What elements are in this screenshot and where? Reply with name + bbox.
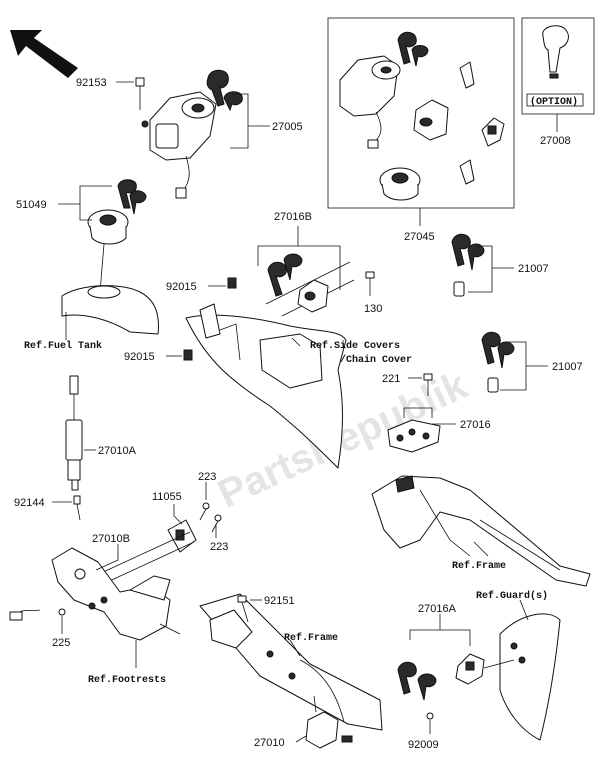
label-27008: 27008 (540, 135, 571, 147)
label-27005: 27005 (272, 121, 303, 133)
ref-frame-right: Ref.Frame (452, 560, 506, 572)
label-51049: 51049 (16, 199, 47, 211)
label-27016B: 27016B (274, 211, 312, 223)
label-27010B: 27010B (92, 533, 130, 545)
ref-side-covers-line1: Ref.Side Covers (310, 340, 400, 352)
fuel-cap-icon (87, 209, 129, 245)
seat-lock-icon (297, 279, 329, 313)
label-223-upper: 223 (198, 471, 216, 483)
kit-box-27045 (327, 17, 515, 209)
wire-connector-icon (9, 609, 41, 621)
key-icon (481, 331, 515, 393)
ref-side-covers-line2: /Chain Cover (340, 354, 412, 366)
clip-icon (227, 277, 237, 289)
bolt-icon (365, 271, 375, 296)
sensor-switch-icon (305, 695, 353, 749)
rear-frame-icon (371, 475, 591, 587)
option-label: (OPTION) (530, 96, 578, 108)
footrest-bracket-icon (51, 547, 181, 641)
label-92151: 92151 (264, 595, 295, 607)
label-11055: 11055 (152, 491, 182, 503)
label-27010A: 27010A (98, 445, 137, 457)
tail-cover-icon (185, 303, 347, 469)
label-92153: 92153 (76, 77, 107, 89)
cylinder-icon (459, 159, 475, 185)
label-92009: 92009 (408, 739, 439, 751)
bolt-icon (58, 608, 66, 616)
label-92015-upper: 92015 (166, 281, 197, 293)
label-27010: 27010 (254, 737, 285, 749)
lock-bracket-icon (387, 419, 441, 453)
key-icon (451, 233, 485, 297)
bolt-icon (73, 495, 81, 521)
bolt-icon (423, 373, 433, 396)
clip-icon (183, 349, 193, 361)
label-21007-lower: 21007 (552, 361, 583, 373)
bolt-icon (199, 502, 210, 521)
key-icon (397, 31, 429, 67)
guard-icon (499, 613, 561, 741)
label-21007-upper: 21007 (518, 263, 549, 275)
ref-frame-bottom: Ref.Frame (284, 632, 338, 644)
fuel-tank-icon (61, 285, 159, 335)
key-icon (267, 253, 303, 297)
label-225: 225 (52, 637, 70, 649)
label-92015-lower: 92015 (124, 351, 155, 363)
key-icon (117, 179, 147, 215)
helmet-lock-icon (481, 117, 505, 147)
bolt-icon (237, 595, 249, 623)
seat-lock-icon (413, 99, 449, 141)
label-27016: 27016 (460, 419, 491, 431)
label-221: 221 (382, 373, 400, 385)
label-92144: 92144 (14, 497, 45, 509)
cylinder-icon (459, 61, 475, 89)
option-key-icon (542, 25, 569, 79)
option-box-27008 (521, 17, 595, 115)
key-icon (397, 661, 437, 701)
bolt-icon (135, 77, 145, 110)
label-27045: 27045 (404, 231, 435, 243)
option-label-frame (526, 93, 584, 107)
label-27016A: 27016A (418, 603, 457, 615)
frame-tube-icon (199, 593, 383, 731)
bolt-icon (211, 514, 222, 533)
ref-guards: Ref.Guard(s) (476, 590, 548, 602)
sensor-switch-icon (65, 375, 83, 491)
ignition-switch-icon (141, 91, 217, 199)
fuel-cap-icon (379, 167, 421, 201)
key-icon (206, 69, 243, 112)
helmet-lock-icon (455, 653, 485, 685)
ignition-switch-icon (339, 55, 401, 149)
bolt-icon (426, 712, 434, 720)
ref-footrests: Ref.Footrests (88, 674, 166, 686)
label-223-lower: 223 (210, 541, 228, 553)
label-130: 130 (364, 303, 382, 315)
ref-fuel-tank: Ref.Fuel Tank (24, 340, 102, 352)
direction-arrow-icon (10, 30, 78, 78)
